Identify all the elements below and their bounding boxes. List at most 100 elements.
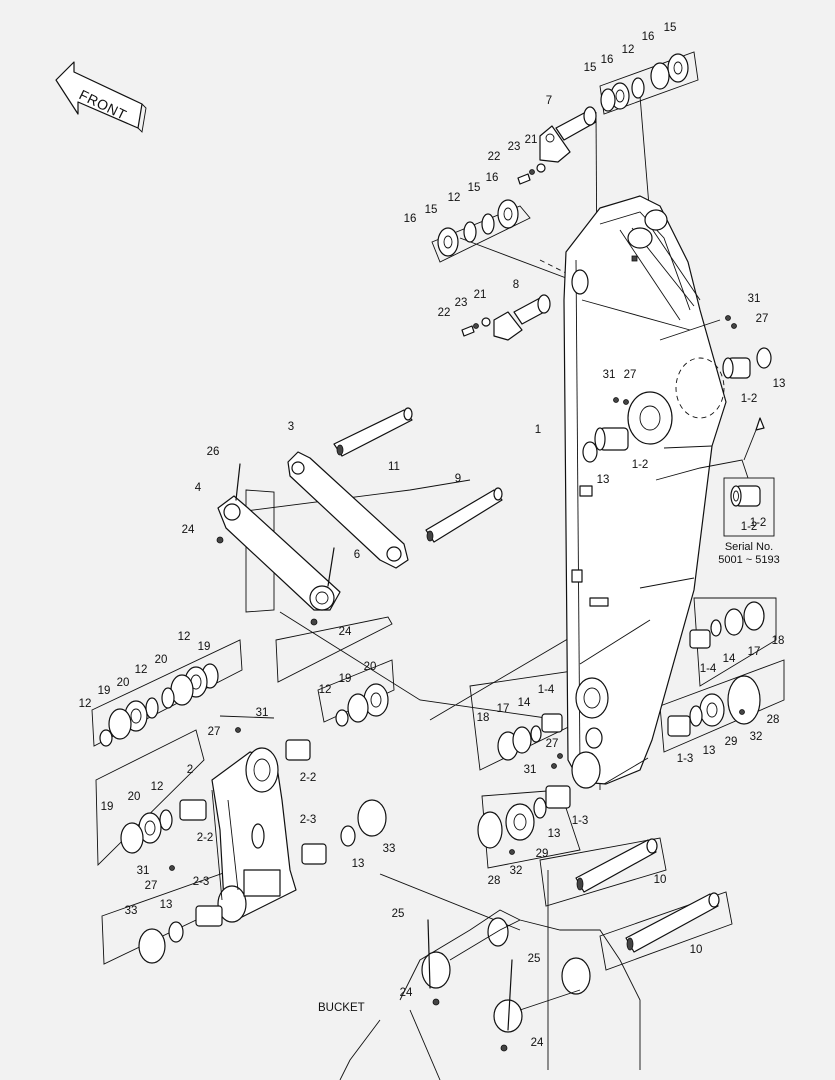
callout-label: 9 [455, 473, 461, 485]
callout-label: 28 [488, 875, 501, 887]
callout-label: 7 [546, 95, 552, 107]
callout-label: 1-2 [632, 459, 649, 471]
pin-9 [425, 487, 503, 543]
callout-label: 1 [535, 424, 541, 436]
shim-stacks [437, 53, 765, 849]
callout-label: 12 [135, 664, 148, 676]
callout-label: 19 [101, 801, 114, 813]
front-arrow-icon: FRONT [55, 61, 147, 133]
serial-leader [655, 417, 765, 481]
callout-label: 2 [187, 764, 193, 776]
callout-label: 24 [531, 1037, 544, 1049]
callout-label: 1-4 [700, 663, 717, 675]
callout-label: 20 [128, 791, 141, 803]
callout-label: 15 [664, 22, 677, 34]
callout-label: 1-2 [741, 393, 758, 405]
callout-label: 31 [524, 764, 537, 776]
callout-label: 20 [155, 654, 168, 666]
callout-label: 16 [404, 213, 417, 225]
callout-label: 19 [98, 685, 111, 697]
boom-arm-part-1 [563, 195, 727, 789]
callout-label: 12 [319, 684, 332, 696]
callout-label: 13 [352, 858, 365, 870]
callout-label: 11 [388, 461, 400, 473]
grease-fittings [509, 315, 745, 855]
callout-label: 13 [773, 378, 786, 390]
callout-label: 24 [339, 626, 352, 638]
callout-label: 31 [256, 707, 269, 719]
link-3 [287, 451, 409, 569]
callout-label: 10 [654, 874, 667, 886]
callout-label: 24 [400, 987, 413, 999]
callout-label: 13 [597, 474, 610, 486]
callout-label: 2-3 [300, 814, 317, 826]
callout-label: 1-2 [750, 517, 767, 529]
callout-label: 12 [79, 698, 92, 710]
serial-note-box: 1-2 Serial No. 5001 ~ 5193 [718, 477, 780, 566]
bucket-label: BUCKET [318, 1002, 365, 1014]
callout-label: 12 [448, 192, 461, 204]
callout-label: 27 [624, 369, 637, 381]
callout-label: 19 [339, 673, 352, 685]
serial-box-part: 1-2 [741, 521, 758, 533]
callout-label: 29 [725, 736, 738, 748]
callout-label: 18 [477, 712, 490, 724]
callout-labels: 1516121615723212216151215168212322312713… [79, 22, 786, 1049]
callout-label: 8 [513, 279, 519, 291]
callout-label: 21 [525, 134, 538, 146]
callout-label: 27 [546, 738, 559, 750]
callout-label: 25 [392, 908, 405, 920]
link-4 [216, 463, 341, 626]
callout-label: 17 [497, 703, 510, 715]
pin-7-assembly [517, 106, 597, 185]
callout-label: 1-3 [677, 753, 694, 765]
serial-line1: Serial No. [725, 541, 773, 553]
callout-label: 15 [468, 182, 481, 194]
pin-10-upper [575, 838, 658, 893]
callout-label: 29 [536, 848, 549, 860]
callout-label: 12 [622, 44, 635, 56]
callout-label: 17 [748, 646, 761, 658]
callout-label: 14 [723, 653, 736, 665]
callout-label: 23 [508, 141, 521, 153]
pin-8-assembly [461, 294, 551, 341]
callout-label: 2-2 [300, 772, 317, 784]
callout-label: 6 [354, 549, 360, 561]
link-assembly-part-2 [179, 739, 327, 927]
bucket: BUCKET [318, 909, 641, 1080]
callout-label: 16 [601, 54, 614, 66]
callout-label: 22 [438, 307, 451, 319]
bushings-upper [582, 347, 772, 463]
callout-label: 3 [288, 421, 294, 433]
callout-label: 4 [195, 482, 202, 494]
pin-10-lower [625, 892, 720, 953]
callout-label: 32 [510, 865, 523, 877]
callout-label: 1-3 [572, 815, 589, 827]
callout-label: 21 [474, 289, 487, 301]
callout-label: 33 [125, 905, 138, 917]
callout-label: 13 [703, 745, 716, 757]
callout-label: 16 [486, 172, 499, 184]
callout-label: 20 [117, 677, 130, 689]
callout-label: 26 [207, 446, 220, 458]
callout-label: 13 [160, 899, 173, 911]
callout-label: 27 [208, 726, 221, 738]
callout-label: 15 [584, 62, 597, 74]
callout-label: 12 [151, 781, 164, 793]
callout-label: 27 [756, 313, 769, 325]
callout-label: 20 [364, 661, 377, 673]
callout-label: 14 [518, 697, 531, 709]
callout-label: 19 [198, 641, 211, 653]
callout-label: 18 [772, 635, 785, 647]
callout-label: 24 [182, 524, 195, 536]
serial-line2: 5001 ~ 5193 [718, 554, 779, 566]
callout-label: 10 [690, 944, 703, 956]
callout-label: 27 [145, 880, 158, 892]
callout-label: 22 [488, 151, 501, 163]
callout-label: 13 [548, 828, 561, 840]
callout-label: 2-2 [197, 832, 214, 844]
link-rings [99, 663, 389, 964]
callout-label: 28 [767, 714, 780, 726]
callout-label: 1-4 [538, 684, 555, 696]
